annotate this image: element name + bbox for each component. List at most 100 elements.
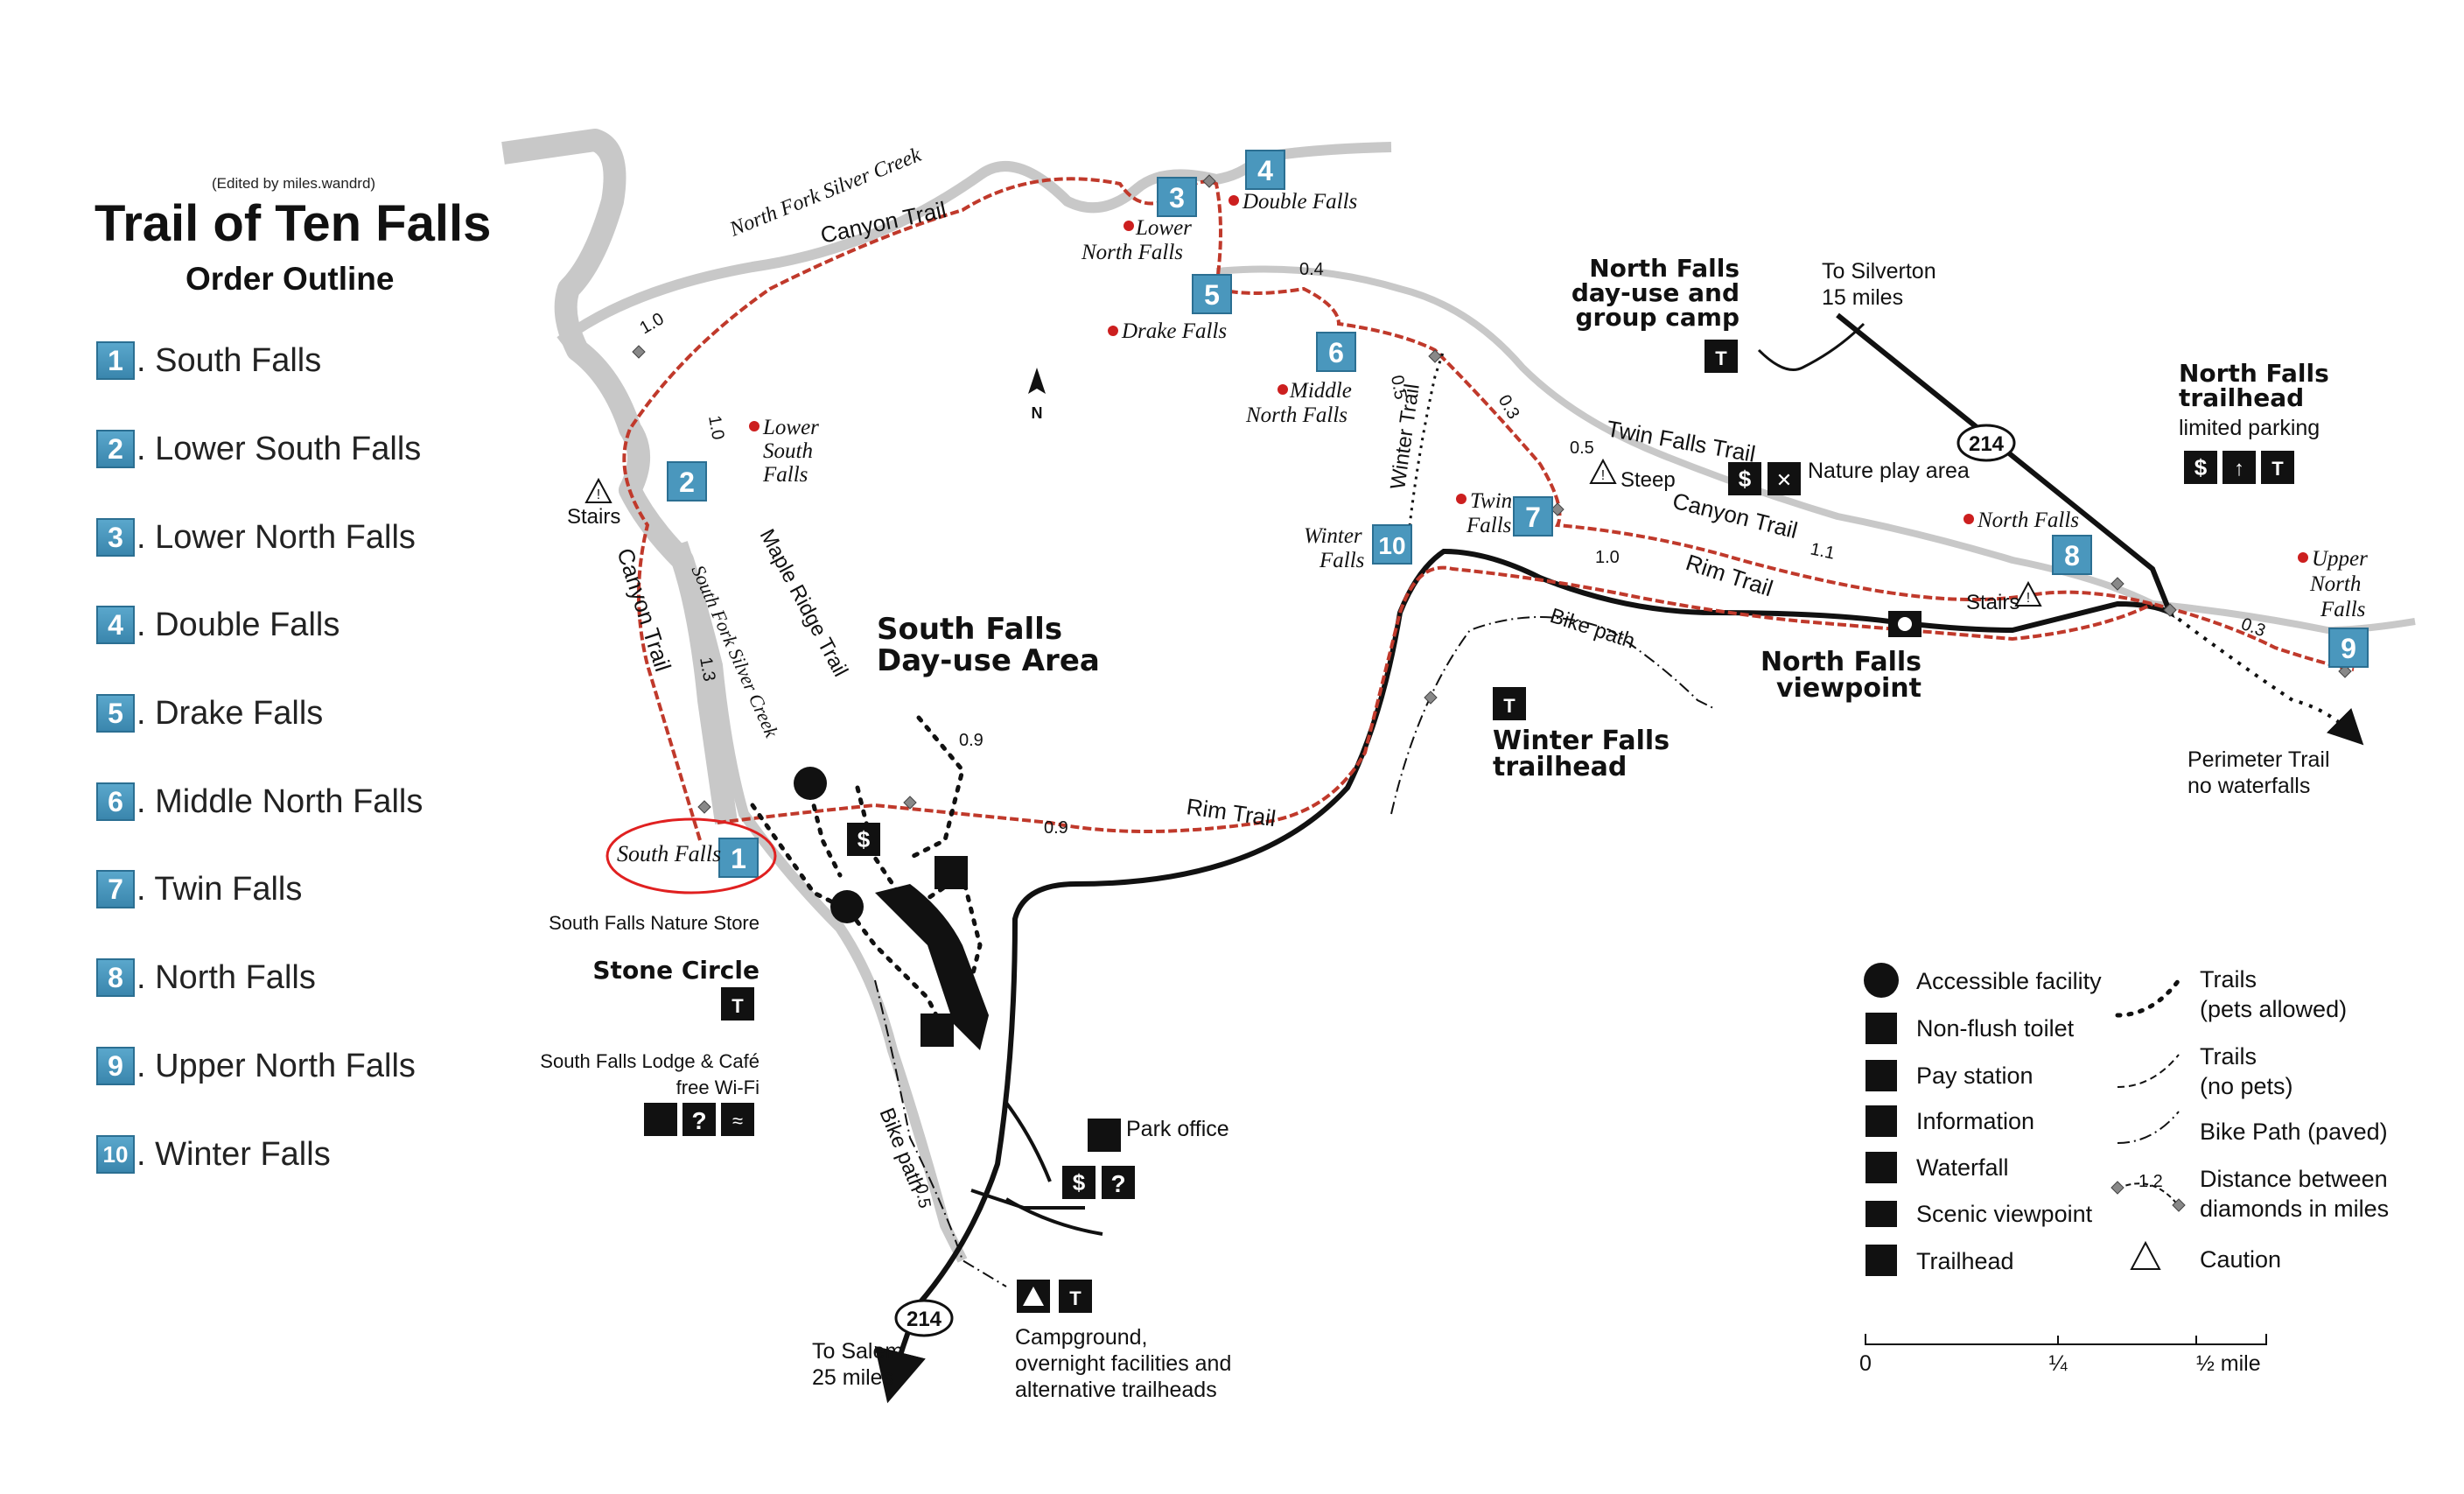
information-icon: ? [1102,1166,1135,1199]
trailhead-icon: T [1059,1280,1092,1313]
trailhead-icon: T [2261,451,2294,484]
falls-dots [749,195,2308,563]
outline-label: . Twin Falls [136,870,303,908]
rim-trail [717,565,2153,833]
marker-badge: 4 [96,606,135,644]
label-day-use-2: Day-use Area [877,643,1100,678]
distance-3: 1.3 [696,656,718,683]
marker-3-label: 3 [1169,182,1185,214]
north-arrow-label: N [1032,404,1043,422]
outline-item-south-falls: 1 . South Falls [96,340,321,382]
label-middle-north-2: North Falls [1245,403,1348,427]
marker-9: 9 [2328,628,2369,668]
trailhead-icon [1866,1245,1897,1276]
label-maple-ridge: Maple Ridge Trail [755,525,853,681]
marker-6: 6 [1316,332,1356,372]
svg-text:T: T [2272,458,2284,480]
svg-text:T: T [1069,1287,1082,1309]
label-to-salem-2: 25 miles [812,1365,893,1390]
marker-badge: 1 [96,341,135,380]
svg-text:$: $ [858,826,871,852]
marker-7-label: 7 [1525,502,1541,533]
label-lower-north-2: North Falls [1081,241,1183,264]
label-lodge-2: free Wi-Fi [676,1077,760,1098]
label-park-office: Park office [1126,1117,1229,1141]
trailhead-icon: T [721,987,754,1021]
label-campground-1: Campground, [1015,1325,1147,1350]
svg-text:$: $ [1073,1169,1086,1196]
label-middle-north-1: Middle [1289,379,1352,403]
label-canyon-trail-west: Canyon Trail [612,545,676,675]
svg-text:$: $ [1739,466,1752,492]
marker-badge: 9 [96,1047,135,1085]
caution-icon: ! [584,477,612,503]
legend: Accessible facility Non-flush toilet Pay… [1864,963,2389,1276]
label-winter-trailhead-1: Winter Falls [1493,726,1670,756]
perimeter-trail [2168,611,2364,746]
marker-5: 5 [1192,274,1232,314]
legend-caution-icon [2130,1240,2161,1270]
label-bike-path-east: Bike path [1547,604,1638,654]
marker-5-label: 5 [1204,279,1220,311]
caution-icon: ! [2014,580,2042,607]
pay-station-icon: $ [1062,1166,1096,1199]
day-use-paths [750,715,983,1035]
distance-9: 1.0 [1595,548,1620,567]
marker-8-label: 8 [2064,540,2080,572]
label-north-falls: North Falls [1977,509,2079,532]
outline-label: . Lower North Falls [136,518,416,556]
park-office-icon [1088,1119,1121,1152]
label-twin-2: Falls [1466,514,1511,537]
highway-214 [916,312,2175,1306]
distance-8: 1.1 [1809,539,1837,563]
label-winter-2: Falls [1319,549,1364,572]
marker-10: 10 [1372,524,1412,565]
pay-station-icon [1866,1060,1897,1091]
legend-trail-pets-sample [2115,978,2181,1018]
legend-trails-pets-2: (pets allowed) [2200,996,2347,1022]
outline-label: . Middle North Falls [136,782,424,820]
legend-diamond [2110,1181,2124,1195]
svg-text:≈: ≈ [732,1110,743,1132]
restroom-icon [644,1103,677,1136]
label-south-falls: South Falls [617,841,721,866]
legend-waterfall: Waterfall [1916,1154,2009,1181]
legend-trails-nopets-1: Trails [2200,1043,2257,1070]
outline-item-drake-falls: 5 . Drake Falls [96,692,323,734]
distance-2: 1.0 [704,414,727,441]
legend-trails-nopets-2: (no pets) [2200,1073,2293,1099]
label-drake-falls: Drake Falls [1121,319,1227,343]
outline-label: . Winter Falls [136,1135,331,1173]
wifi-icon: ≈ [721,1103,754,1136]
label-nature-store: South Falls Nature Store [549,912,760,934]
marker-badge: 7 [96,870,135,908]
label-lower-north-1: Lower [1135,216,1192,240]
label-double-falls: Double Falls [1242,190,1357,214]
svg-text:T: T [732,995,744,1017]
legend-distance-sample [2117,1182,2180,1207]
svg-text:T: T [1503,695,1516,717]
legend-sample-distance: 1.2 [2138,1172,2163,1191]
label-north-trailhead-2: trailhead [2179,383,2304,412]
label-north-trailhead-1: North Falls [2179,359,2329,388]
label-to-silverton-1: To Silverton [1822,259,1936,284]
label-upper-north-3: Falls [2320,598,2365,621]
distance-11: 0.9 [1044,818,1068,838]
marker-6-label: 6 [1328,337,1344,368]
legend-information: Information [1916,1108,2034,1134]
trailhead-icon: T [1704,340,1738,373]
outline-label: . Upper North Falls [136,1047,416,1084]
highway-shield-south-label: 214 [906,1308,942,1331]
label-upper-north-1: Upper [2312,547,2368,571]
pay-station-icon: $ [847,823,880,856]
outline-item-lower-south-falls: 2 . Lower South Falls [96,428,421,470]
marker-badge: 8 [96,958,135,997]
label-stone-circle: Stone Circle [592,956,760,985]
outline-label: . South Falls [136,341,322,379]
label-lower-south-1: Lower [762,416,819,439]
legend-trail-nopets-sample [2117,1054,2180,1088]
label-perimeter-2: no waterfalls [2188,774,2310,798]
campground-roads [970,1101,1103,1236]
outline-item-winter-falls: 10 . Winter Falls [96,1133,331,1175]
distance-7: 0.5 [1570,438,1594,458]
